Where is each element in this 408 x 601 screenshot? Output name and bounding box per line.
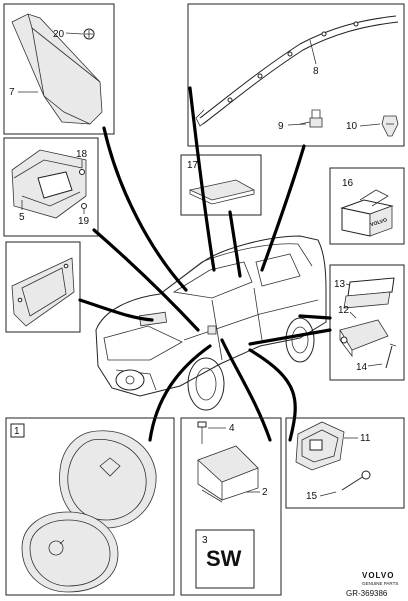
volvo-logo-top [99,457,121,477]
control-module-2 [197,445,259,483]
panel-curtain-frame [187,3,405,147]
leader-lines [78,86,332,442]
nut-18 [79,169,85,175]
panel-control-module: 4 2 3 SW [180,417,282,596]
panel-sw-frame [195,529,255,589]
callout-12: 12 [338,305,350,316]
callout-18: 18 [76,149,88,160]
panel-knee-trim [5,241,81,333]
callout-17: 17 [187,160,199,171]
front-wheel [187,357,225,411]
brand-tagline: GENUINE PARTS [362,581,398,586]
callout-1-box [10,423,25,438]
steering-wheel-airbag [21,511,119,593]
panel-sensor: 13 12 14 [329,264,405,381]
reference-number: GR-369386 [346,589,388,598]
leader-7 [102,126,188,292]
rear-wheel [285,317,315,363]
panel-17-frame [180,154,262,216]
callout-19: 19 [78,216,90,227]
panel-knee-frame [5,241,81,333]
leader-8 [260,144,306,272]
callout-7: 7 [9,87,15,98]
panel-bracket-frame [285,417,405,509]
panel-module-frame [180,417,282,596]
curtain-airbag-tube [199,15,397,119]
panel-passenger-frame [3,137,99,237]
label-13-a [347,277,395,297]
callout-11: 11 [360,433,371,444]
callout-10: 10 [346,121,358,132]
seat-mark [207,325,217,335]
bolt-9 [299,109,323,128]
callout-2: 2 [262,487,268,498]
leader-2 [220,338,272,442]
screw-14 [385,345,393,369]
part-17 [188,179,256,201]
callout-5: 5 [19,212,25,223]
panel-16-frame [329,167,405,245]
panel-cover: 20 7 [3,3,115,135]
callout-16: 16 [342,178,354,189]
car-windshield [172,261,253,299]
package-label: VOLVO [370,217,388,228]
panel-17: 17 [180,154,262,216]
sensor-12 [339,319,389,351]
panel-driver-frame [5,417,175,596]
callout-1: 1 [14,426,20,437]
software-label: SW [206,546,242,571]
callout-8: 8 [313,66,319,77]
leader-roof [188,86,216,272]
panel-passenger-airbag: 18 19 5 [3,137,99,237]
car-hood-front [103,325,183,361]
label-13-b [343,291,391,309]
callout-13: 13 [334,279,346,290]
volvo-logo-bottom [48,540,64,556]
leader-11 [248,348,297,442]
leader-knee [78,298,154,322]
callout-9: 9 [278,121,284,132]
panel-curtain-airbag: 8 9 10 [187,3,405,147]
panel-driver-airbag: 1 [5,417,175,596]
panel-bracket: 11 15 [285,417,405,509]
clip-10 [381,115,399,137]
leader-17 [228,210,242,278]
leader-13 [248,328,332,346]
callout-15: 15 [306,491,318,502]
callout-3: 3 [202,535,208,546]
car-grille [115,369,145,391]
footer-brand: VOLVO GENUINE PARTS GR-369386 [346,571,398,598]
rivet-15 [341,475,365,491]
leader-1 [148,344,212,442]
panel-16: 16 VOLVO [329,167,405,245]
panel-sensor-frame [329,264,405,381]
vehicle-outline [95,235,327,411]
leader-12 [298,314,332,320]
panel-cover-frame [3,3,115,135]
callout-20: 20 [53,29,65,40]
knee-trim-part [11,257,75,327]
callout-4: 4 [229,423,235,434]
callout-14: 14 [356,362,368,373]
leader-5 [92,228,200,332]
bolt-19 [81,203,87,209]
brand-name: VOLVO [362,571,394,580]
